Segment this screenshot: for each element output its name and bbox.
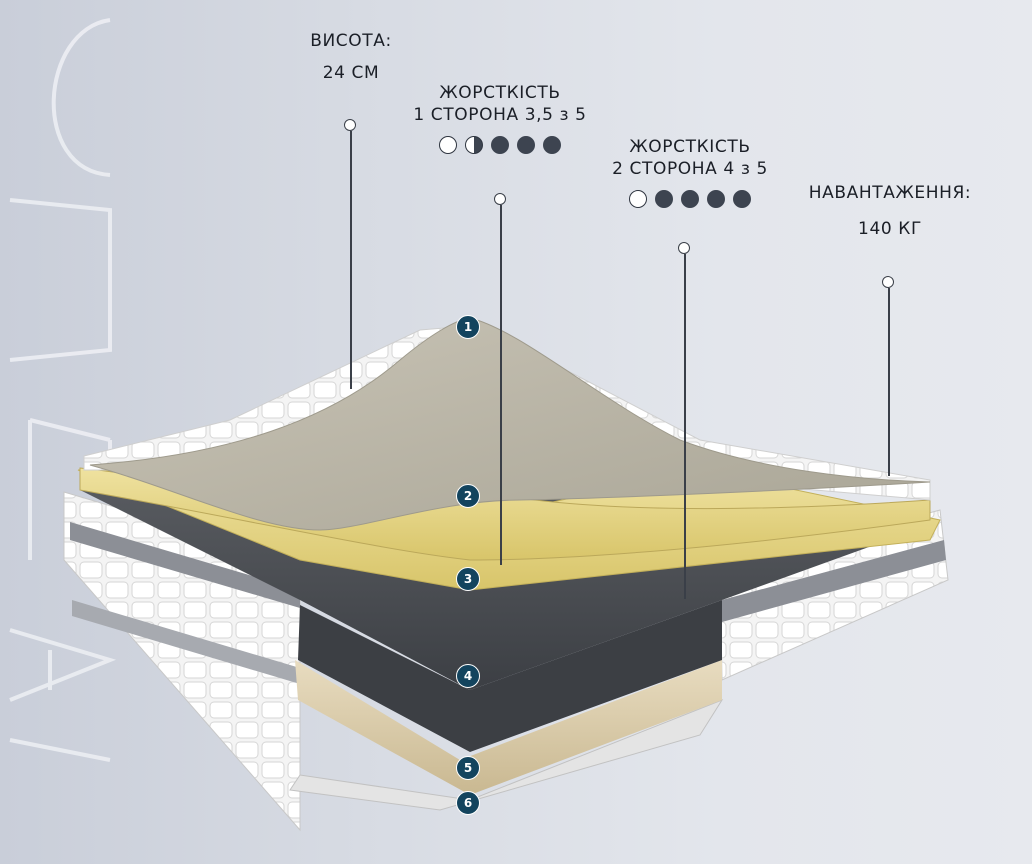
- background-lettering: [9, 18, 117, 762]
- firmness-dot: [439, 136, 457, 154]
- spec-height: ВИСОТА: 24 СМ: [296, 30, 406, 84]
- spec-firmness-side1-label: ЖОРСТКІСТЬ: [439, 83, 561, 103]
- callout-knob-load: [882, 276, 894, 288]
- firmness-dot: [681, 190, 699, 208]
- callout-line-height: [350, 131, 352, 389]
- callout-line-load: [888, 288, 890, 476]
- mattress-body: [63, 491, 949, 832]
- firmness-dot: [655, 190, 673, 208]
- callout-knob-firmness1: [494, 193, 506, 205]
- firmness-dot: [465, 136, 483, 154]
- spec-firmness-side2: ЖОРСТКІСТЬ 2 СТОРОНА 4 з 5: [590, 136, 790, 208]
- spec-firmness-side1-value: 1 СТОРОНА 3,5 з 5: [413, 105, 587, 125]
- spec-height-label: ВИСОТА:: [310, 31, 392, 51]
- firmness-dot: [517, 136, 535, 154]
- layer-badge-6: 6: [456, 791, 480, 815]
- spec-firmness-side2-label: ЖОРСТКІСТЬ: [629, 137, 751, 157]
- callout-knob-firmness2: [678, 242, 690, 254]
- layer-badge-2: 2: [456, 484, 480, 508]
- firmness-dot: [543, 136, 561, 154]
- layer-badge-1: 1: [456, 315, 480, 339]
- firmness-dot: [629, 190, 647, 208]
- layer-4-foam: [298, 600, 722, 752]
- spec-firmness-side1: ЖОРСТКІСТЬ 1 СТОРОНА 3,5 з 5: [400, 82, 600, 154]
- firmness-side1-rating: [400, 136, 600, 154]
- layer-badge-5: 5: [456, 756, 480, 780]
- firmness-side2-rating: [590, 190, 790, 208]
- firmness-dot: [733, 190, 751, 208]
- spec-firmness-side2-value: 2 СТОРОНА 4 з 5: [612, 159, 768, 179]
- callout-line-firmness1: [500, 205, 502, 565]
- spec-load-label: НАВАНТАЖЕННЯ:: [808, 183, 972, 203]
- layer-5-foam: [295, 660, 722, 795]
- firmness-dot: [707, 190, 725, 208]
- spec-load-value: 140 КГ: [858, 219, 922, 239]
- firmness-dot: [491, 136, 509, 154]
- spec-load: НАВАНТАЖЕННЯ: 140 КГ: [790, 182, 990, 240]
- callout-knob-height: [344, 119, 356, 131]
- callout-line-firmness2: [684, 254, 686, 599]
- layer-badge-4: 4: [456, 664, 480, 688]
- layer-badge-3: 3: [456, 567, 480, 591]
- layer-1-cover: [89, 317, 931, 531]
- spec-height-value: 24 СМ: [322, 63, 380, 83]
